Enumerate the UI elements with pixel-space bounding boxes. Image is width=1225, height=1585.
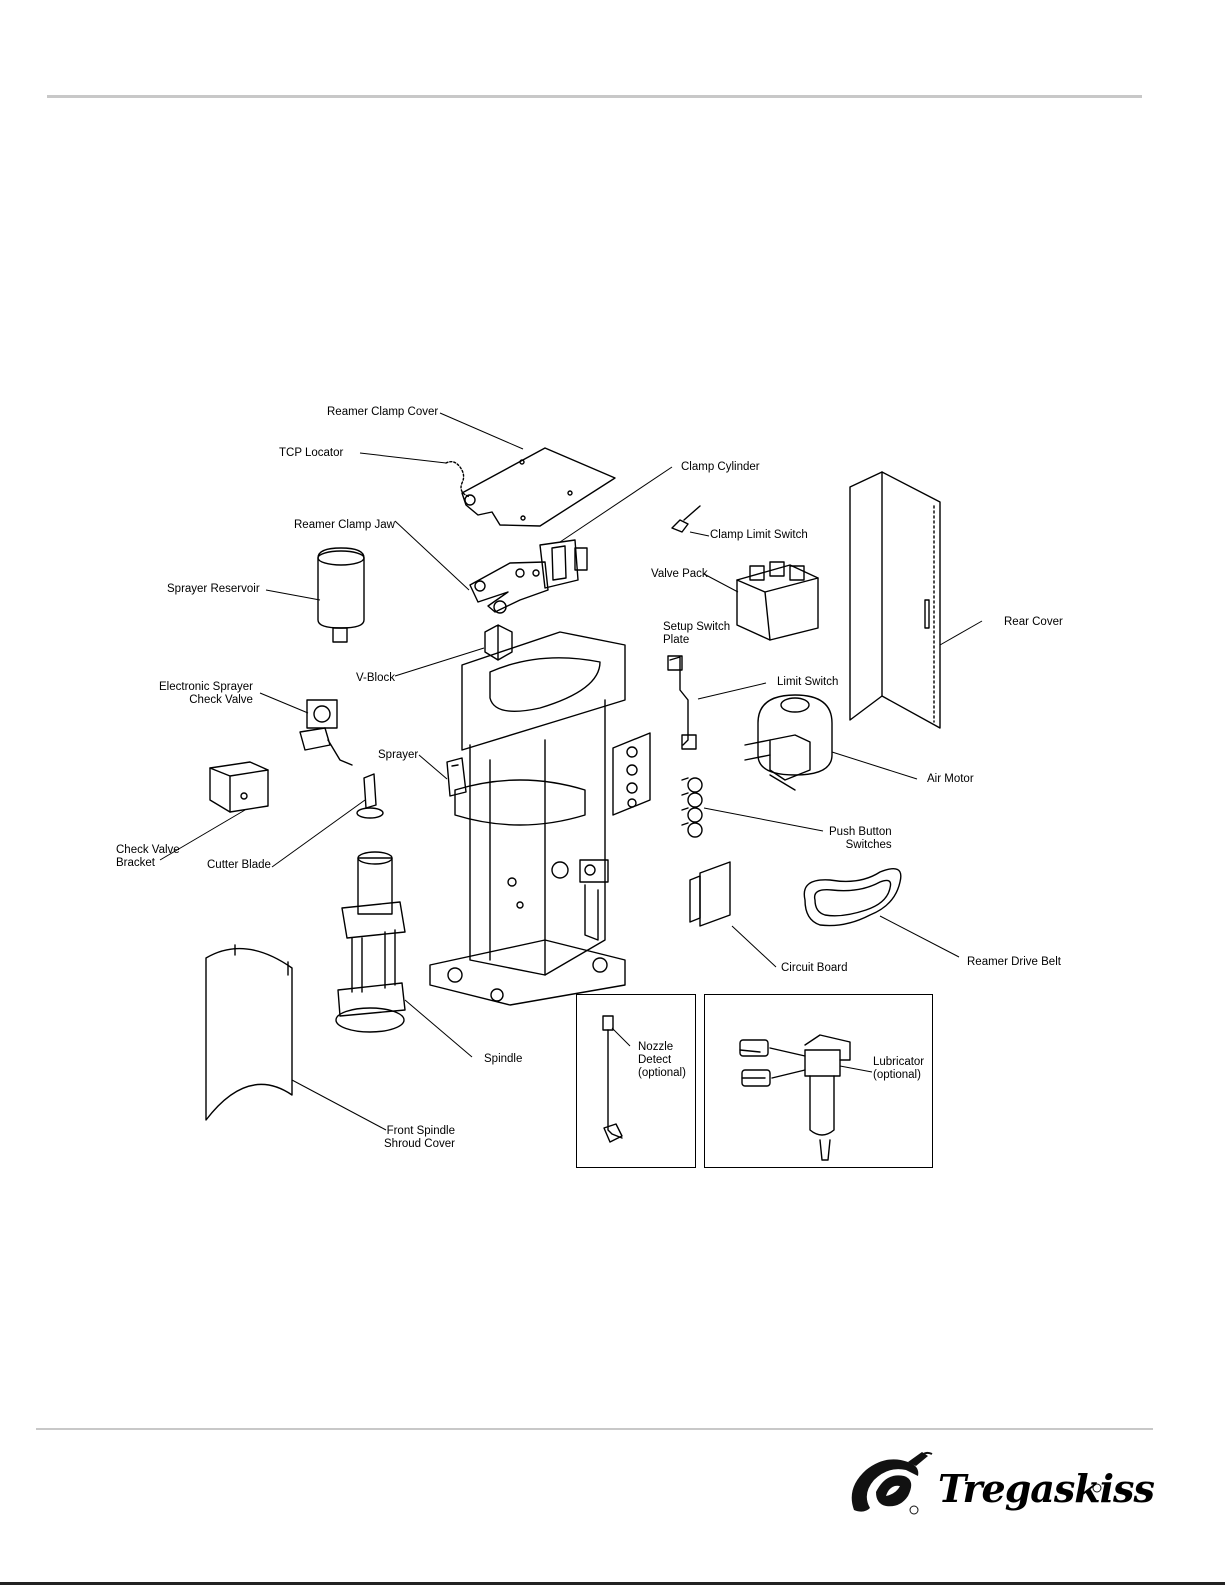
label-limit-switch: Limit Switch <box>777 676 839 688</box>
label-push-button-switches: Push Button Switches <box>829 826 892 852</box>
electronic-sprayer-check-valve-shape <box>299 699 353 766</box>
label-nozzle-detect: Nozzle Detect (optional) <box>638 1041 686 1080</box>
label-air-motor: Air Motor <box>927 773 974 785</box>
valve-pack-shape <box>736 561 819 641</box>
label-sprayer-reservoir: Sprayer Reservoir <box>167 583 260 595</box>
limit-switch-shape <box>667 655 697 750</box>
circuit-board-shape <box>689 861 731 927</box>
label-push-button-line1: Push Button <box>829 826 892 838</box>
label-nozzle-detect-line2: Detect <box>638 1054 672 1066</box>
label-circuit-board: Circuit Board <box>781 962 848 974</box>
tcp-locator-shape <box>445 460 471 498</box>
label-reamer-drive-belt: Reamer Drive Belt <box>967 956 1061 968</box>
label-cutter-blade: Cutter Blade <box>207 859 271 871</box>
label-spindle: Spindle <box>484 1053 523 1065</box>
check-valve-bracket-shape <box>209 761 269 813</box>
label-lubricator-line2: (optional) <box>873 1069 921 1081</box>
air-motor-shape <box>744 694 833 791</box>
sprayer-shape <box>446 757 467 797</box>
label-valve-pack: Valve Pack <box>651 568 708 580</box>
label-check-valve-bracket-line2: Bracket <box>116 857 155 869</box>
label-check-valve-bracket: Check Valve Bracket <box>116 844 180 870</box>
label-lubricator: Lubricator (optional) <box>873 1056 924 1082</box>
label-clamp-cylinder: Clamp Cylinder <box>681 461 760 473</box>
cutter-blade-shape <box>356 773 384 819</box>
label-setup-switch-plate-line2: Plate <box>663 634 690 646</box>
page-bottom-edge <box>0 1582 1225 1585</box>
leader-lines <box>159 412 983 1131</box>
label-electronic-sprayer-check-valve: Electronic Sprayer Check Valve <box>159 681 253 707</box>
spindle-shape <box>335 851 406 1033</box>
label-rear-cover: Rear Cover <box>1004 616 1063 628</box>
clamp-limit-switch-shape <box>671 505 701 533</box>
label-lubricator-line1: Lubricator <box>873 1056 925 1068</box>
reamer-clamp-cover-shape <box>461 447 616 527</box>
label-setup-switch-plate-line1: Setup Switch <box>663 621 731 633</box>
nozzle-detect-inset <box>576 994 696 1168</box>
sprayer-reservoir-shape <box>317 547 365 643</box>
tregaskiss-logo-icon <box>851 1451 1102 1515</box>
label-v-block: V-Block <box>356 672 395 684</box>
label-setup-switch-plate: Setup Switch Plate <box>663 621 730 647</box>
lubricator-inset <box>704 994 933 1168</box>
label-nozzle-detect-line1: Nozzle <box>638 1041 674 1053</box>
label-nozzle-detect-line3: (optional) <box>638 1067 686 1079</box>
nozzle-detect-shape <box>602 1015 623 1143</box>
label-clamp-limit-switch: Clamp Limit Switch <box>710 529 808 541</box>
reamer-main-body-shape <box>429 631 626 1006</box>
footer-rule <box>36 1428 1153 1430</box>
push-button-switches-shape <box>681 777 703 838</box>
label-push-button-line2: Switches <box>845 839 892 851</box>
reamer-clamp-jaw-shape <box>469 561 549 614</box>
label-reamer-clamp-cover: Reamer Clamp Cover <box>327 406 439 418</box>
label-front-spindle-shroud-cover: Front Spindle Shroud Cover <box>384 1125 455 1151</box>
clamp-cylinder-shape <box>539 539 588 589</box>
reamer-drive-belt-shape <box>803 868 902 927</box>
header-rule <box>47 95 1142 98</box>
v-block-shape <box>484 624 513 661</box>
lubricator-shape <box>739 1034 851 1161</box>
rear-cover-shape <box>849 471 941 729</box>
label-front-spindle-line2: Shroud Cover <box>384 1138 455 1150</box>
tregaskiss-wordmark: Tregaskiss <box>938 1466 1155 1511</box>
label-electronic-sprayer-line2: Check Valve <box>189 694 253 706</box>
front-spindle-shroud-cover-shape <box>205 944 293 1121</box>
label-check-valve-bracket-line1: Check Valve <box>116 844 180 856</box>
label-tcp-locator: TCP Locator <box>279 447 344 459</box>
label-reamer-clamp-jaw: Reamer Clamp Jaw <box>294 519 395 531</box>
label-front-spindle-line1: Front Spindle <box>386 1125 455 1137</box>
label-electronic-sprayer-line1: Electronic Sprayer <box>159 681 253 693</box>
label-sprayer: Sprayer <box>378 749 419 761</box>
setup-switch-plate-shape <box>612 732 651 816</box>
